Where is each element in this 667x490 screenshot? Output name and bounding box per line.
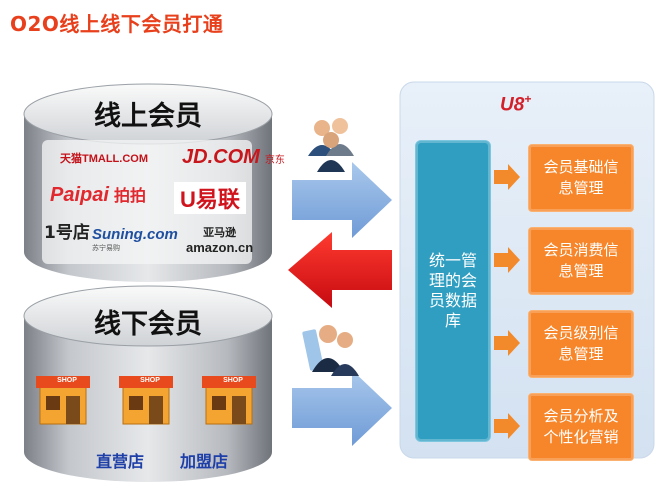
sync-arrow-left-red [288, 232, 392, 308]
yhd-logo: 1号店 [44, 223, 90, 243]
ulian-logo: U易联 [174, 182, 246, 214]
u8-brand-plus: + [524, 92, 532, 106]
tmall-logo: 天猫TMALL.COM [60, 153, 148, 165]
item-arrows [494, 164, 520, 439]
sync-arrow-right-top [292, 162, 392, 238]
item-consumption-info-label: 会员消费信息管理 [543, 241, 619, 280]
shop-sign-3: SHOP [223, 377, 243, 384]
jd-logo-cn: 京东 [264, 155, 285, 166]
suning-logo-text: Suning.com [92, 226, 178, 243]
unified-member-database: 统一管理的会员数据库 [415, 140, 491, 442]
paipai-logo-cn: 拍拍 [114, 186, 147, 205]
suning-logo: Suning.com 苏宁易购 [92, 226, 178, 253]
item-basic-info: 会员基础信息管理 [528, 144, 634, 212]
online-members-label: 线上会员 [94, 101, 202, 132]
amazon-logo-text: amazon.cn [186, 240, 254, 255]
paipai-logo: Paipai 拍拍 [50, 182, 146, 207]
online-members-cylinder [23, 83, 273, 282]
offline-members-label: 线下会员 [94, 309, 202, 340]
unified-member-database-label: 统一管理的会员数据库 [428, 251, 477, 330]
shop-sign-1: SHOP [57, 377, 77, 384]
jd-logo-text: JD.COM [182, 146, 260, 168]
sync-arrow-right-bottom [292, 370, 392, 446]
item-analysis-marketing: 会员分析及个性化营销 [528, 393, 634, 461]
suning-logo-cn: 苏宁易购 [92, 244, 120, 252]
shop-sign-2: SHOP [140, 377, 160, 384]
jd-logo: JD.COM 京东 [182, 146, 285, 169]
item-level-info: 会员级别信息管理 [528, 310, 634, 378]
store-label-franchise: 加盟店 [180, 452, 229, 471]
item-analysis-marketing-label: 会员分析及个性化营销 [543, 407, 619, 446]
shop-icons [36, 376, 256, 425]
page-title: O2O线上线下会员打通 [10, 12, 224, 36]
paipai-logo-text: Paipai [50, 184, 109, 206]
amazon-logo: 亚马逊 amazon.cn [186, 224, 253, 255]
item-basic-info-label: 会员基础信息管理 [543, 158, 619, 197]
item-level-info-label: 会员级别信息管理 [543, 324, 619, 363]
businessmen-icon [302, 325, 359, 376]
u8-brand-text: U8 [500, 94, 525, 116]
store-label-direct: 直营店 [96, 452, 145, 471]
amazon-logo-cn: 亚马逊 [203, 226, 237, 239]
item-consumption-info: 会员消费信息管理 [528, 227, 634, 295]
u8-brand: U8+ [500, 92, 531, 116]
people-group-icon [308, 118, 354, 172]
